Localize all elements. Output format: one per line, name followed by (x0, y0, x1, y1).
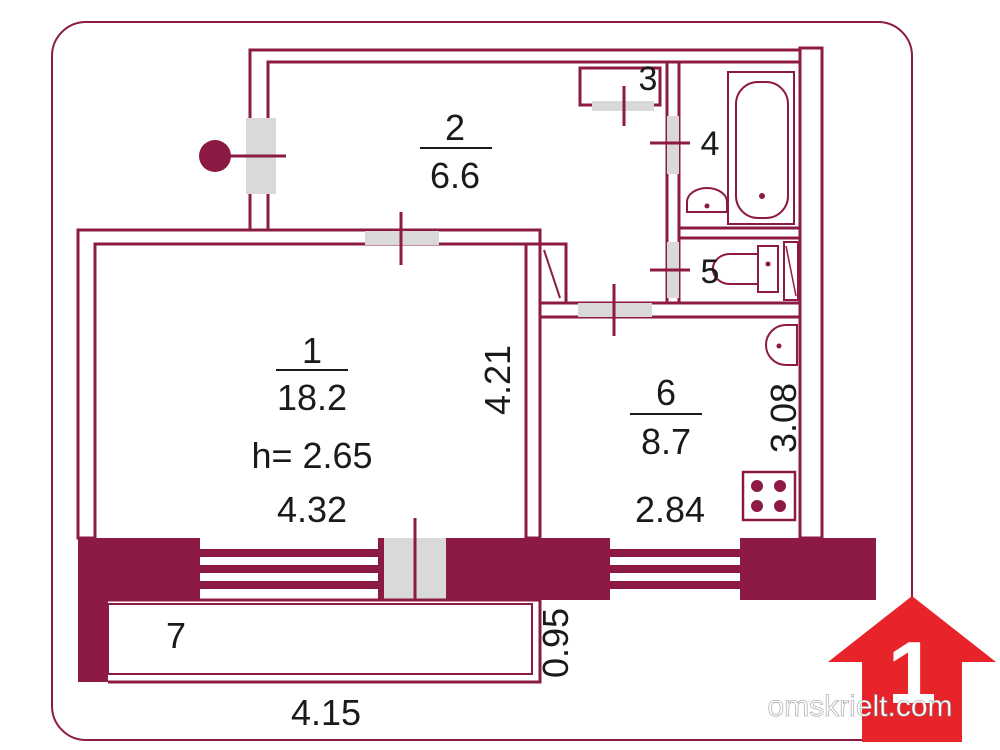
room-6-area: 8.7 (641, 421, 691, 462)
wall-hall (248, 48, 822, 232)
balcony-width: 4.15 (291, 692, 361, 733)
wall-right (798, 46, 824, 540)
room-1-depth: 4.21 (477, 345, 518, 415)
room-3-number: 3 (639, 60, 658, 98)
facade-wall (78, 538, 876, 600)
room-6-number: 6 (656, 372, 676, 413)
wall-room1-right (524, 242, 542, 540)
door-room1 (365, 212, 439, 265)
brand-site: omskrielt.com (767, 690, 952, 723)
door-wc (650, 242, 690, 298)
entrance-door (199, 118, 286, 194)
bathtub-icon (727, 71, 795, 225)
room-5-number: 5 (701, 253, 720, 291)
kitchen-sink-icon (765, 324, 798, 366)
door-bath (650, 116, 690, 174)
door-closet (592, 86, 654, 126)
room-4-number: 4 (701, 125, 720, 163)
room-1-width: 4.32 (277, 489, 347, 530)
fixture-niche-diag (543, 249, 561, 299)
room-1-number: 1 (302, 330, 322, 371)
balcony-depth: 0.95 (535, 608, 576, 678)
balcony-rail (107, 603, 533, 675)
room-1-area: 18.2 (277, 377, 347, 418)
toilet-icon (711, 245, 779, 293)
wall-bath-mid (677, 226, 802, 240)
plan-frame (51, 21, 913, 741)
room-6-depth: 3.08 (763, 383, 804, 453)
door-kitchen (578, 284, 652, 336)
closet-3 (578, 66, 662, 107)
balcony-left-wall (78, 600, 108, 682)
room-6-width: 2.84 (635, 489, 705, 530)
brand-logo: 1 omskrielt.com (767, 596, 996, 742)
room-2-area: 6.6 (430, 155, 480, 196)
window-room1 (200, 538, 378, 600)
stove-icon (741, 470, 797, 522)
window-room6 (610, 538, 740, 600)
room-2-number: 2 (445, 107, 465, 148)
room-7-number: 7 (166, 615, 186, 656)
sink-bath-icon (686, 187, 728, 213)
wc-niche (783, 241, 799, 301)
logo-digit: 1 (888, 623, 937, 722)
ceiling-height: h= 2.65 (251, 435, 372, 476)
balcony-outline (108, 598, 542, 684)
